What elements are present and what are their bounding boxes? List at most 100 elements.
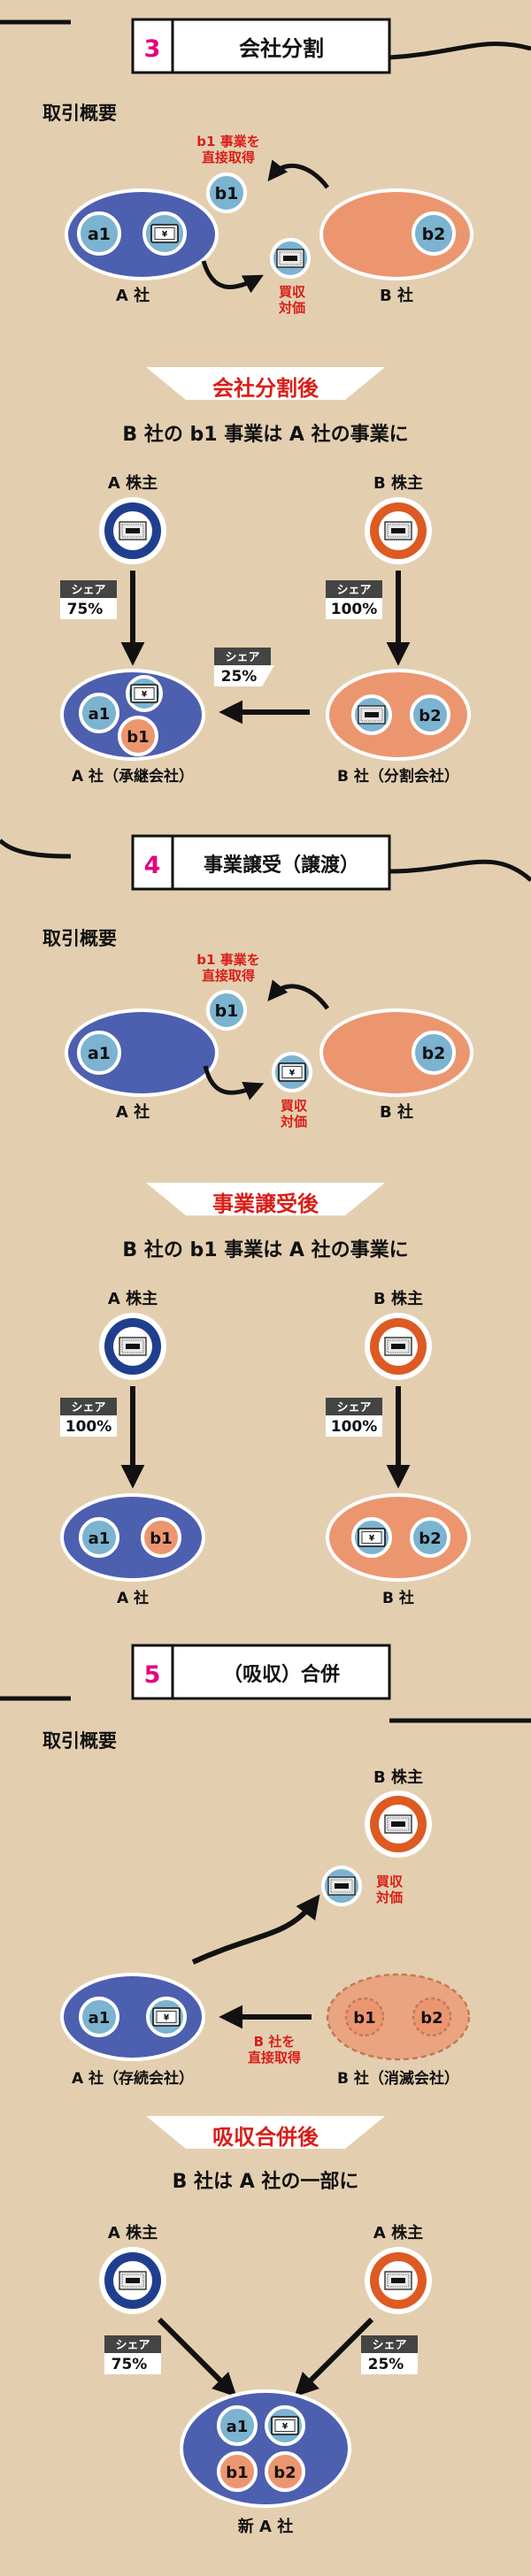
- share-tag-b: シェア 100%: [326, 580, 382, 619]
- yen-bill-icon: [152, 2007, 181, 2027]
- company-a-after: a1 b1: [60, 1493, 205, 1582]
- company-b-dissolving: b1 b2: [326, 1973, 471, 2061]
- after-banner: 事業譲受後: [146, 1183, 385, 1216]
- share-value: 25%: [221, 668, 258, 686]
- section-title: 会社分割: [239, 36, 324, 61]
- arrow-icon: [267, 159, 330, 189]
- circle-label: b1: [150, 1530, 172, 1548]
- moving-note: 直接取得: [202, 968, 255, 984]
- stock-certificate-icon: [119, 521, 147, 540]
- consideration-circle: [270, 238, 311, 279]
- circle-label: b1: [215, 1001, 239, 1021]
- share-tag-a: シェア 75%: [60, 580, 117, 619]
- section-3-header: 3 会社分割: [131, 18, 391, 74]
- new-company-a: a1 b1 b2: [180, 2389, 351, 2508]
- circle-label: a1: [88, 225, 111, 244]
- shareholder-a: [99, 1313, 166, 1380]
- consideration-circle: [272, 1052, 312, 1092]
- share-tag-b: シェア 100%: [326, 1398, 382, 1437]
- after-summary: B 社の b1 事業は A 社の事業に: [122, 423, 408, 446]
- yen-bill-icon: [130, 684, 158, 703]
- overview-label: 取引概要: [42, 928, 117, 949]
- stock-certificate-icon: [119, 2271, 147, 2290]
- share-label: シェア: [225, 651, 259, 664]
- company-label: A 社: [116, 286, 150, 305]
- circle-label: b1: [226, 2464, 248, 2482]
- stock-certificate-icon: [384, 1337, 412, 1356]
- overview-label: 取引概要: [42, 103, 117, 124]
- arrow-icon: [157, 2317, 237, 2397]
- company-label: B 社（消滅会社）: [337, 2069, 459, 2088]
- acquire-note: 直接取得: [248, 2050, 301, 2066]
- consideration-note: 買収: [281, 1098, 308, 1114]
- shareholder-b: [365, 1313, 432, 1380]
- consideration-note: 対価: [375, 1890, 403, 1905]
- section-5-header: 5 （吸収）合併: [131, 1644, 391, 1700]
- circle-label: b2: [422, 225, 446, 244]
- share-tag-a: シェア 75%: [104, 2335, 161, 2374]
- arrow-icon: [201, 260, 264, 294]
- consideration-note: 対価: [278, 300, 305, 316]
- arrow-icon: [191, 1894, 320, 1965]
- company-b-after: b2: [326, 1493, 471, 1582]
- holder-label: B 株主: [373, 1767, 423, 1787]
- company-label: A 社（承継会社）: [72, 767, 194, 786]
- consideration-note: 対価: [280, 1114, 307, 1130]
- stock-certificate-icon: [119, 1337, 147, 1356]
- company-b: b2: [319, 188, 473, 280]
- holder-label: B 株主: [373, 473, 423, 493]
- share-label: シェア: [336, 1401, 371, 1414]
- yen-bill-icon: [150, 224, 179, 243]
- circle-label: b2: [419, 707, 441, 725]
- business-circle-b1: b1: [206, 172, 247, 213]
- banner-text: 吸収合併後: [212, 2125, 319, 2150]
- holder-label: A 株主: [108, 2223, 158, 2242]
- share-value: 100%: [65, 1418, 112, 1436]
- company-label: B 社: [382, 1589, 414, 1607]
- company-a: a1: [65, 188, 219, 280]
- share-value: 25%: [368, 2356, 404, 2373]
- company-a: a1: [60, 1973, 205, 2061]
- company-label: 新 A 社: [238, 2517, 293, 2536]
- circle-label: b1: [353, 2009, 375, 2028]
- section-number: 4: [144, 852, 161, 879]
- share-value: 100%: [331, 601, 378, 618]
- share-label: シェア: [336, 584, 371, 597]
- share-tag-b: シェア 25%: [361, 2335, 418, 2374]
- moving-note: 直接取得: [202, 150, 255, 165]
- share-label: シェア: [71, 584, 105, 597]
- circle-label: a1: [88, 705, 111, 724]
- share-label: シェア: [372, 2339, 406, 2352]
- company-label: A 社: [116, 1102, 150, 1122]
- holder-label: A 株主: [373, 2223, 423, 2242]
- after-summary: B 社は A 社の一部に: [173, 2170, 359, 2193]
- section-number: 5: [144, 1661, 161, 1689]
- stock-certificate-icon: [384, 1814, 412, 1834]
- shareholder-b: [365, 497, 432, 564]
- section-number: 3: [144, 35, 161, 63]
- stock-certificate-icon: [384, 2271, 412, 2290]
- stock-certificate-icon: [384, 521, 412, 540]
- acquire-note: B 社を: [254, 2034, 296, 2050]
- stock-certificate-icon: [327, 1876, 356, 1896]
- banner-text: 事業譲受後: [212, 1192, 319, 1216]
- company-b-after: b2: [326, 669, 471, 761]
- consideration-note: 買収: [376, 1874, 404, 1890]
- arrow-icon: [203, 1065, 265, 1100]
- circle-label: b1: [127, 728, 149, 747]
- stock-certificate-icon: [276, 249, 304, 268]
- shareholder-a: [99, 497, 166, 564]
- moving-note: b1 事業を: [196, 952, 259, 968]
- company-a: a1: [65, 1008, 219, 1097]
- after-banner: 吸収合併後: [146, 2116, 385, 2150]
- section-title: （吸収）合併: [223, 1663, 340, 1686]
- overview-label: 取引概要: [42, 1730, 117, 1752]
- arrow-icon: [267, 979, 330, 1010]
- after-banner: 会社分割後: [146, 367, 385, 401]
- company-label: B 社: [380, 286, 413, 305]
- company-label: A 社（存続会社）: [72, 2069, 194, 2088]
- holder-label: A 株主: [108, 1289, 158, 1308]
- arrow-icon: [294, 2317, 374, 2397]
